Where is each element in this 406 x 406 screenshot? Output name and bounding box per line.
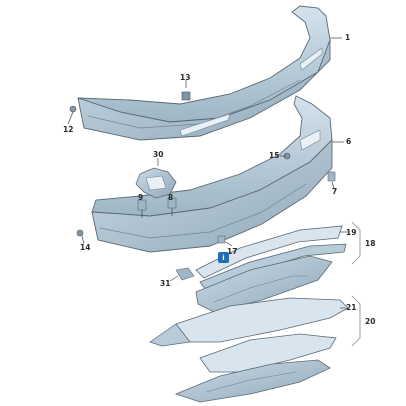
callout-12: 12	[63, 125, 74, 134]
callout-15: 15	[269, 151, 280, 160]
callout-31: 31	[160, 279, 171, 288]
callout-18: 18	[365, 239, 376, 248]
callout-30: 30	[153, 150, 164, 159]
callout-21: 21	[346, 303, 357, 312]
callout-7: 7	[332, 187, 338, 196]
callout-14: 14	[80, 243, 91, 252]
callout-8: 8	[168, 193, 174, 202]
callout-1: 1	[345, 33, 351, 42]
callout-17: 17	[227, 247, 238, 256]
fasteners	[69, 91, 336, 281]
underbody-panel-upper	[149, 297, 349, 347]
callout-13: 13	[180, 73, 191, 82]
leader-lines	[67, 37, 348, 309]
upper-bumper-cover	[77, 5, 331, 141]
underbody-panel-lower	[174, 333, 337, 403]
group-braces	[351, 221, 361, 347]
callout-19: 19	[346, 228, 357, 237]
callout-6: 6	[346, 137, 352, 146]
mounting-bracket	[135, 167, 177, 211]
callout-20: 20	[365, 317, 376, 326]
info-marker-icon[interactable]: i	[218, 252, 229, 263]
diffuser-panel	[195, 255, 333, 313]
callout-9: 9	[138, 193, 144, 202]
